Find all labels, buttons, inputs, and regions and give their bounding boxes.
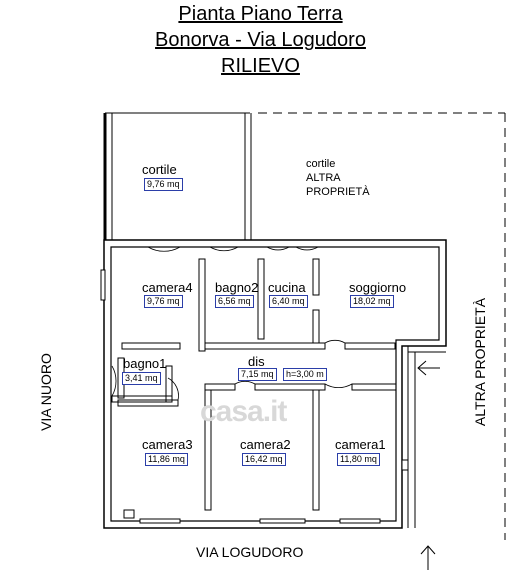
street-right-label: ALTRA PROPRIETÀ (472, 297, 488, 427)
room-label-camera4: camera4 (142, 280, 193, 295)
stair-entrance (407, 346, 446, 528)
room-area-cucina: 6,40 mq (269, 295, 308, 308)
room-label-bagno1: bagno1 (123, 356, 167, 371)
title-line-2: Bonorva - Via Logudoro (155, 29, 366, 51)
room-label-dis: dis (248, 354, 265, 369)
courtyard-walls (103, 112, 506, 540)
room-label-soggiorno: soggiorno (349, 280, 407, 295)
other-property-line-2: ALTRA (306, 172, 341, 184)
room-label-bagno2: bagno2 (215, 280, 259, 295)
room-area-camera3: 11,86 mq (145, 453, 188, 466)
other-property-line-3: PROPRIETÀ (306, 186, 370, 198)
outer-walls (103, 239, 447, 529)
room-area-bagno1: 3,41 mq (122, 372, 161, 385)
arrow-icon (416, 360, 440, 376)
room-label-camera3: camera3 (142, 437, 193, 452)
room-area-bagno2: 6,56 mq (215, 295, 254, 308)
windows (100, 269, 409, 524)
room-area-camera2: 16,42 mq (242, 453, 286, 466)
room-label-camera1: camera1 (335, 437, 386, 452)
room-area-camera4: 9,76 mq (144, 295, 183, 308)
room-area-camera1: 11,80 mq (337, 453, 380, 466)
room-area-soggiorno: 18,02 mq (350, 295, 394, 308)
street-left-label: VIA NUORO (38, 353, 54, 431)
room-label-cucina: cucina (268, 280, 306, 295)
room-label-cortile: cortile (142, 162, 177, 177)
title-line-1: Pianta Piano Terra (178, 3, 343, 25)
door-swings (111, 246, 353, 401)
room-area-cortile: 9,76 mq (144, 178, 183, 191)
arrow-icon (420, 544, 436, 570)
watermark-logo: casa.it (200, 395, 287, 428)
title-line-3: RILIEVO (221, 55, 300, 77)
height-note: h=3,00 m (283, 368, 327, 381)
street-bottom-label: VIA LOGUDORO (196, 544, 304, 560)
other-property-line-1: cortile (306, 158, 336, 170)
room-label-camera2: camera2 (240, 437, 291, 452)
room-area-dis: 7,15 mq (238, 368, 277, 381)
